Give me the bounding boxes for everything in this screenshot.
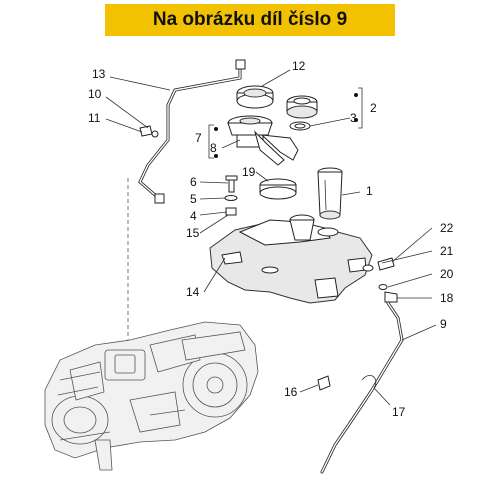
group-dot-7b bbox=[214, 154, 218, 158]
callout-6: 6 bbox=[190, 175, 197, 189]
spring-clip bbox=[361, 375, 377, 389]
callout-1: 1 bbox=[366, 184, 373, 198]
callout-8: 8 bbox=[210, 141, 217, 155]
callout-18: 18 bbox=[440, 291, 454, 305]
callout-12: 12 bbox=[292, 59, 306, 73]
callout-17: 17 bbox=[392, 405, 406, 419]
callout-4: 4 bbox=[190, 209, 197, 223]
hose-clamp bbox=[317, 375, 331, 391]
callout-20: 20 bbox=[440, 267, 454, 281]
engine-assembly bbox=[44, 321, 259, 471]
group-dot-2a bbox=[354, 93, 358, 97]
callout-21: 21 bbox=[440, 244, 454, 258]
callout-19: 19 bbox=[242, 165, 256, 179]
hose-clip bbox=[139, 125, 159, 138]
banner-title: Na obrázku díl číslo 9 bbox=[152, 9, 348, 30]
fuel-cap bbox=[286, 95, 318, 119]
callout-9: 9 bbox=[440, 317, 447, 331]
callout-15: 15 bbox=[186, 226, 200, 240]
cap-gasket bbox=[289, 121, 311, 131]
fuel-tank bbox=[209, 214, 373, 304]
title-banner: Na obrázku díl číslo 9 bbox=[105, 4, 395, 36]
callout-7: 7 bbox=[195, 131, 202, 145]
callout-11: 11 bbox=[88, 111, 101, 125]
fuel-pump bbox=[227, 115, 299, 166]
callout-5: 5 bbox=[190, 192, 197, 206]
callout-10: 10 bbox=[88, 87, 102, 101]
group-bracket-7 bbox=[208, 124, 214, 159]
breather-hose bbox=[138, 59, 246, 204]
vent-valve-parts bbox=[362, 257, 402, 303]
group-dot-2b bbox=[354, 118, 358, 122]
callout-16: 16 bbox=[284, 385, 298, 399]
callout-3: 3 bbox=[350, 111, 357, 125]
callout-14: 14 bbox=[186, 285, 200, 299]
filler-neck bbox=[317, 167, 343, 220]
rubber-seal bbox=[259, 178, 297, 200]
callout-2: 2 bbox=[370, 101, 377, 115]
group-bracket-2 bbox=[358, 87, 363, 129]
callout-13: 13 bbox=[92, 67, 106, 81]
pump-ring-nut bbox=[236, 85, 274, 109]
fuel-hose-part-9 bbox=[320, 301, 404, 474]
bolt-set bbox=[224, 175, 238, 216]
callout-22: 22 bbox=[440, 221, 454, 235]
group-dot-7a bbox=[214, 127, 218, 131]
